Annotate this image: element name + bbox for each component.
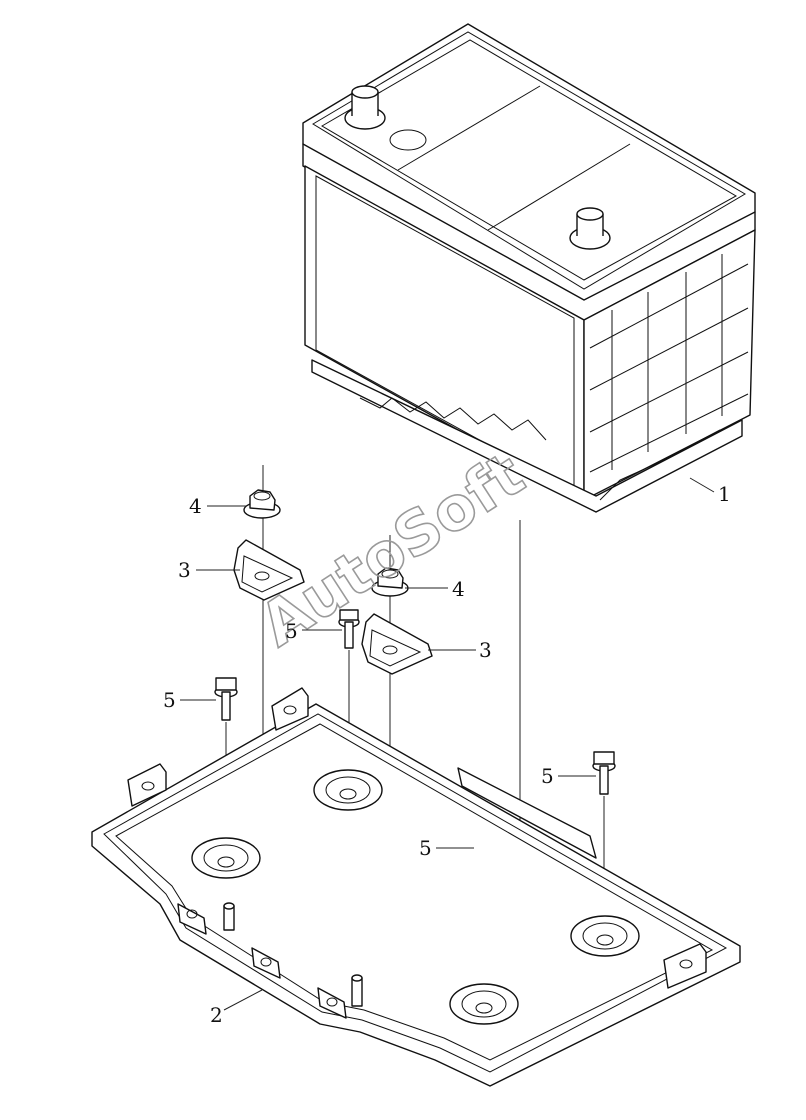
flange-nut-left [243,489,281,519]
bolt-right [592,751,616,795]
callout-leaders [180,477,715,1011]
battery-base-ledge [311,359,743,513]
callout-bolt-center: 5 [285,619,298,643]
callout-bolt-right: 5 [541,764,554,788]
tray-outer-rim [91,703,741,1087]
hold-down-clamp-left [233,539,305,601]
callout-bolt-mid: 5 [419,836,432,860]
bolt-center [338,609,360,649]
bolt-left [214,677,238,721]
callout-battery: 1 [718,482,731,506]
tray-boss-1 [191,837,261,879]
tray-boss-4 [449,983,519,1025]
battery [302,23,756,513]
tray-boss-2 [313,769,383,811]
hold-down-clamp-right [361,613,433,675]
callout-bolt-left: 5 [163,688,176,712]
battery-side-ribs [589,254,749,473]
callout-clamp-left: 3 [178,558,191,582]
terminal-negative [344,85,386,130]
callout-clamp-right: 3 [479,638,492,662]
callout-tray: 2 [210,1003,223,1027]
tray-boss-3 [570,915,640,957]
callout-nut-left: 4 [189,494,202,518]
locating-pin-right [351,974,363,1007]
callout-nut-right: 4 [452,577,465,601]
locating-pin-left [223,902,235,931]
battery-tray [91,687,741,1087]
terminal-positive [569,207,611,250]
battery-side-face [583,229,756,501]
